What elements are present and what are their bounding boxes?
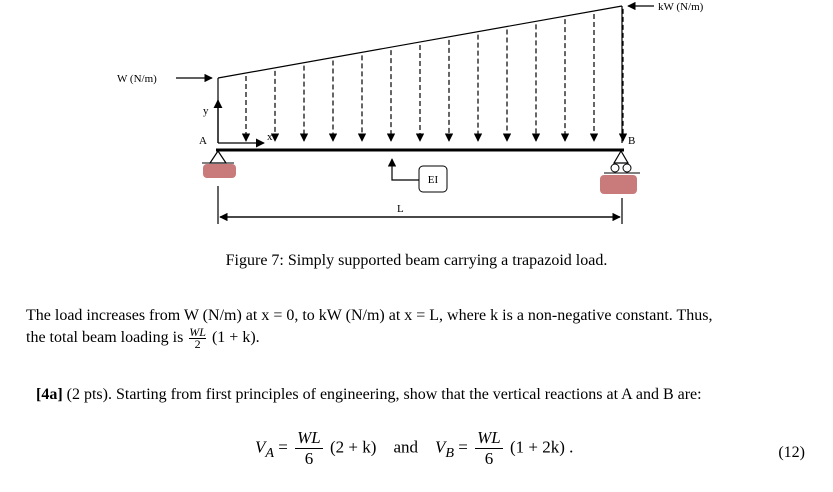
vb-subscript: B: [445, 444, 455, 461]
beam-figure: W (N/m) kW (N/m) y x A B EI L: [117, 1, 704, 224]
vb-symbol: V: [434, 437, 446, 457]
vb-equals: =: [458, 437, 468, 457]
va-tail: (2 + k): [330, 437, 377, 457]
reaction-equation: VA = WL 6 (2 + k) and VB = WL 6 (1 + 2k)…: [255, 428, 573, 478]
problem-text: (2 pts). Starting from first principles …: [66, 386, 702, 403]
vb-fraction-numerator: WL: [475, 428, 503, 449]
pin-support-a: [202, 149, 236, 178]
total-load-fraction: WL 2: [189, 325, 206, 351]
load-description: The load increases from W (N/m) at x = 0…: [26, 305, 811, 350]
vb-tail: (1 + 2k) .: [510, 437, 574, 457]
distributed-load: [217, 5, 623, 143]
x-axis-label: x: [267, 131, 273, 143]
paragraph-line-2-suffix: (1 + k).: [211, 329, 260, 347]
right-load-label: kW (N/m): [658, 1, 704, 13]
figure-caption: Figure 7: Simply supported beam carrying…: [225, 252, 608, 269]
paragraph-line-2-prefix: the total beam loading is: [26, 329, 184, 347]
paragraph-line-2: the total beam loading is WL 2 (1 + k).: [26, 325, 811, 351]
left-load-label: W (N/m): [117, 73, 157, 85]
ei-label: EI: [428, 174, 439, 186]
point-a-label: A: [199, 135, 207, 147]
vb-fraction: WL 6: [475, 428, 503, 469]
ei-box: [418, 165, 448, 193]
va-fraction: WL 6: [295, 428, 323, 469]
load-arrows: [241, 8, 628, 142]
length-label: L: [397, 203, 404, 215]
roller-support-b: [600, 149, 640, 194]
va-equals: =: [278, 437, 288, 457]
fraction-denominator: 2: [194, 337, 201, 351]
length-dimension: [217, 186, 623, 224]
va-symbol: V: [255, 437, 266, 457]
va-fraction-denominator: 6: [304, 449, 314, 468]
ei-pointer: [387, 158, 420, 181]
point-b-label: B: [628, 135, 635, 147]
vb-fraction-denominator: 6: [484, 449, 494, 468]
paragraph-line-1: The load increases from W (N/m) at x = 0…: [26, 307, 713, 324]
va-fraction-numerator: WL: [295, 428, 323, 449]
axes: [213, 99, 265, 148]
fraction-numerator: WL: [189, 325, 206, 339]
problem-tag: [4a]: [36, 386, 63, 403]
equation-number: (12): [778, 444, 805, 461]
and-word: and: [393, 437, 418, 457]
va-subscript: A: [265, 444, 275, 461]
problem-statement: [4a] (2 pts). Starting from first princi…: [36, 386, 702, 404]
y-axis-label: y: [203, 105, 209, 117]
